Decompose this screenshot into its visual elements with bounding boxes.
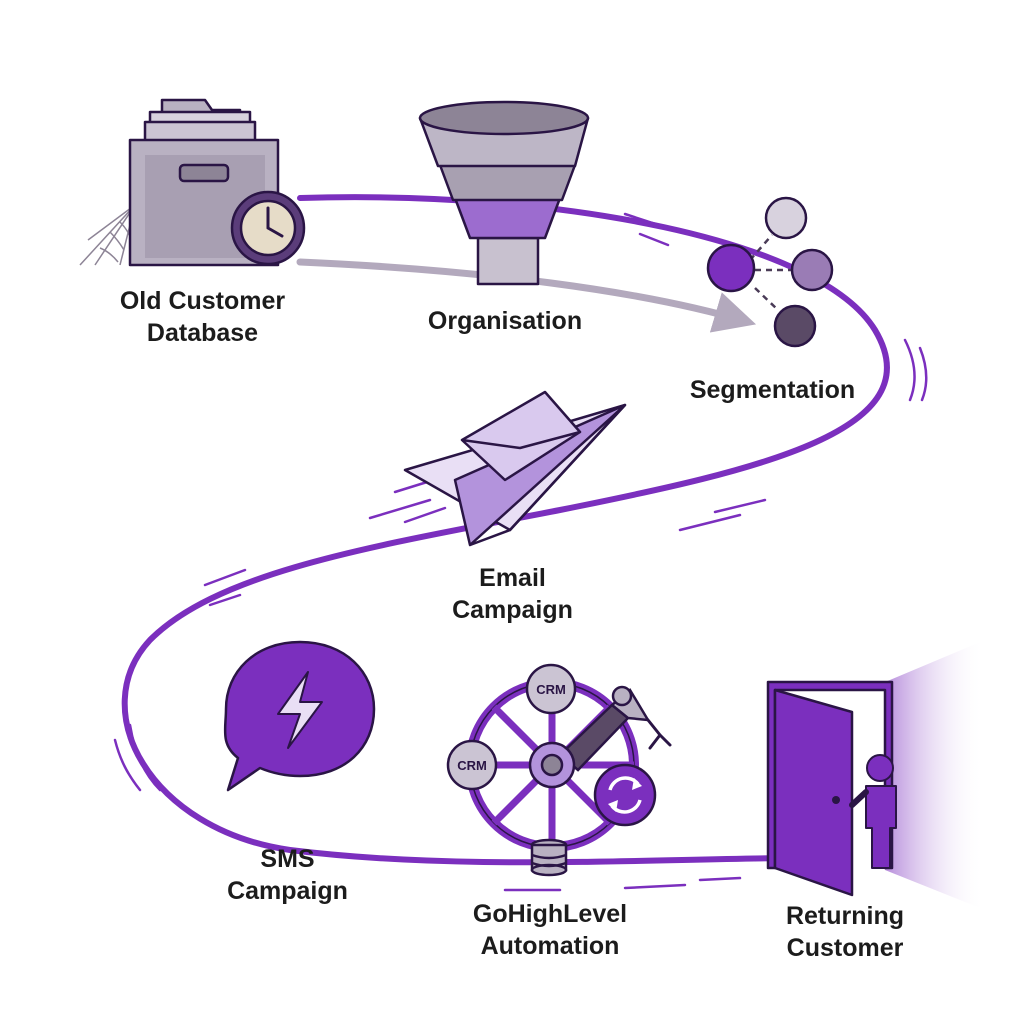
grey-arrow xyxy=(296,258,757,333)
envelope-paper-plane-icon xyxy=(403,390,627,547)
archive-box-clock-icon xyxy=(79,98,306,267)
label-old-customer-database: Old Customer Database xyxy=(119,287,286,347)
crm-label-left: CRM xyxy=(457,758,487,773)
crm-label-top: CRM xyxy=(536,682,566,697)
label-segmentation: Segmentation xyxy=(689,376,856,404)
open-door-person-icon xyxy=(766,640,985,910)
label-email-campaign: Email Campaign xyxy=(452,564,573,624)
segment-nodes-icon xyxy=(706,196,834,348)
funnel-icon xyxy=(418,100,590,286)
label-sms-campaign: SMS Campaign xyxy=(227,845,348,905)
automation-wheel-icon xyxy=(446,663,672,877)
label-organisation: Organisation xyxy=(427,307,583,335)
motion-lines xyxy=(113,212,928,892)
label-gohighlevel-automation: GoHighLevel Automation xyxy=(472,900,628,960)
sms-bubble-lightning-icon xyxy=(223,640,376,792)
label-returning-customer: Returning Customer xyxy=(785,902,905,962)
cobweb-icon xyxy=(79,204,136,266)
